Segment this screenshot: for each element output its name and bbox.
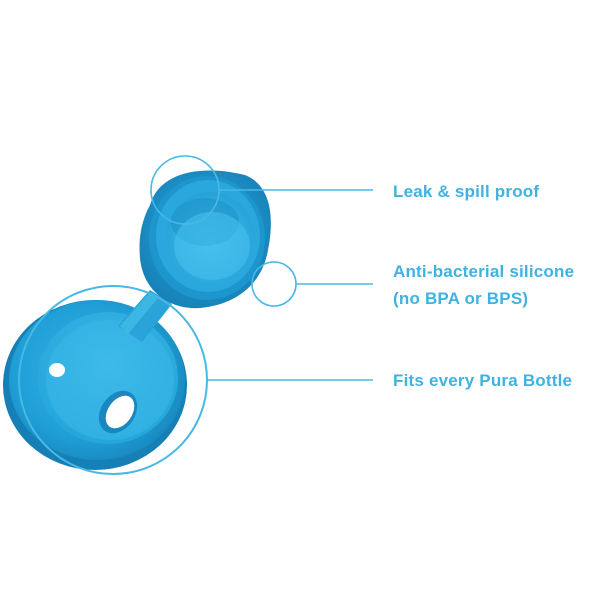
callout-fits-label: Fits every Pura Bottle (393, 371, 573, 390)
callout-silicone-line1: Anti-bacterial silicone (393, 262, 575, 281)
callout-silicone-line2: (no BPA or BPS) (393, 289, 529, 308)
callout-leak-label: Leak & spill proof (393, 182, 540, 201)
silicone-highlight-circle (251, 261, 297, 307)
small-hole (49, 363, 65, 377)
callout-anti-bacterial-silicone: Anti-bacterial silicone (no BPA or BPS) (393, 258, 574, 312)
bottle-base-ring (3, 300, 187, 470)
tether-strap (118, 290, 172, 342)
callout-leak-spill-proof: Leak & spill proof (393, 178, 539, 205)
silicone-cap (139, 170, 271, 309)
callout-lines (207, 189, 373, 381)
callout-fits-every-bottle: Fits every Pura Bottle (393, 367, 572, 394)
